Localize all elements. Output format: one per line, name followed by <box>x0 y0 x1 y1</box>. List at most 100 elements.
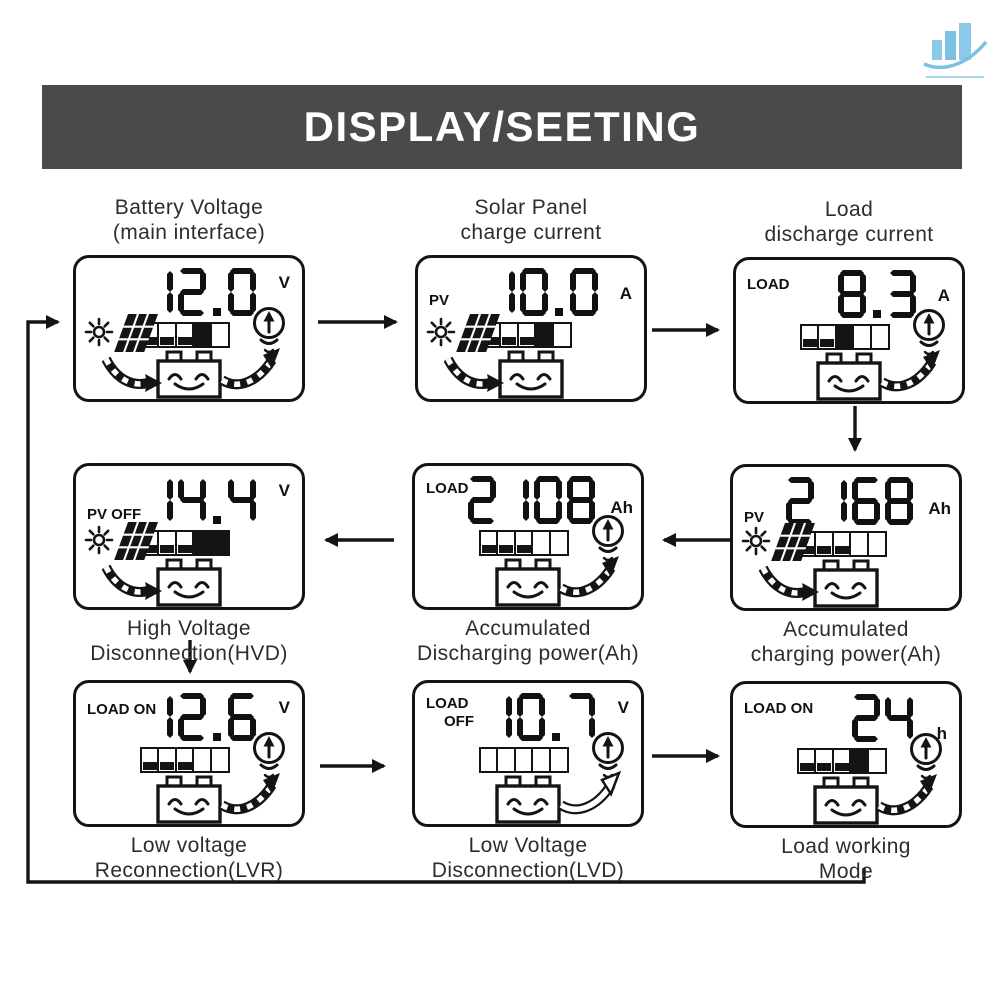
lcd-panel-low-voltage-reconnection-lvr: LOAD ON V <box>73 680 305 827</box>
battery-gauge-cell <box>209 322 230 348</box>
status-label-line: LOAD <box>426 695 469 712</box>
battery-gauge-cell <box>139 747 160 773</box>
unit-label: V <box>617 698 629 717</box>
status-label: PV OFF <box>87 506 141 524</box>
battery-icon <box>813 776 879 826</box>
sun-icon <box>84 314 158 352</box>
battery-icon <box>495 775 561 825</box>
seven-segment-value <box>468 476 595 524</box>
title-banner: DISPLAY/SEETING <box>42 85 962 169</box>
status-label-line: PV OFF <box>87 506 142 523</box>
unit-label: h <box>936 724 947 743</box>
seven-segment-value <box>145 476 256 524</box>
unit-label: V <box>278 273 290 292</box>
seven-segment-value <box>838 270 916 318</box>
sun-and-solar-panel-icon <box>741 519 819 567</box>
battery-gauge-cell <box>551 322 572 348</box>
seven-segment-value <box>786 477 913 525</box>
logo-tagline <box>926 76 984 78</box>
battery-gauge <box>478 747 569 773</box>
bulb-icon <box>248 729 290 781</box>
battery-gauge-cell <box>209 530 230 556</box>
lcd-panel-load-working-mode: LOAD ON h <box>730 681 962 828</box>
unit-label: V <box>278 481 290 500</box>
seven-segment-value <box>484 693 595 741</box>
lcd-panel-battery-voltage-main: V <box>73 255 305 402</box>
panel-label-line: Load working <box>781 835 911 858</box>
panel-label-battery-voltage-main: Battery Voltage(main interface) <box>19 195 359 245</box>
charge-arrow-icon <box>444 354 506 396</box>
seven-segment-value <box>145 268 256 316</box>
panel-label-line: Low Voltage <box>468 834 588 857</box>
battery-gauge-cell <box>866 748 887 774</box>
panel-label-line: charging power(Ah) <box>750 643 942 667</box>
status-label: LOAD <box>426 480 469 498</box>
sun-icon <box>426 314 500 352</box>
panel-label-line: Load <box>824 198 874 221</box>
status-label: PV <box>744 509 764 527</box>
panel-label-line: Mode <box>818 860 874 884</box>
discharge-arrow-icon <box>875 768 943 818</box>
charge-arrow-icon <box>102 562 164 604</box>
panel-label-line: discharge current <box>764 223 934 247</box>
status-label-line: LOAD <box>747 276 790 293</box>
battery-icon <box>498 350 564 400</box>
status-label-line: LOAD ON <box>744 700 814 717</box>
bulb-icon <box>908 306 950 358</box>
panel-label-line: Low voltage <box>130 834 248 857</box>
panel-label-line: Disconnection(LVD) <box>431 859 625 883</box>
seven-segment-value <box>852 694 913 742</box>
panel-label-line: (main interface) <box>112 221 266 245</box>
unit-label: V <box>278 698 290 717</box>
sun-and-solar-panel-icon <box>426 310 504 358</box>
bulb-icon <box>248 304 290 356</box>
sun-icon <box>741 523 815 561</box>
sun-icon <box>84 522 158 560</box>
status-label-line: PV <box>744 509 765 526</box>
status-label: LOAD ON <box>87 701 156 719</box>
battery-icon <box>813 559 879 609</box>
seven-segment-value <box>487 268 598 316</box>
charge-arrow-icon <box>102 354 164 396</box>
status-label-line: OFF <box>444 713 474 730</box>
lcd-panel-load-discharge-current: LOAD A <box>733 257 965 404</box>
battery-gauge-cell <box>817 324 837 350</box>
charge-arrow-icon <box>759 563 821 605</box>
solar-panel-icon <box>771 523 815 561</box>
status-label-line: LOAD ON <box>87 701 157 718</box>
solar-panel-icon <box>114 314 158 352</box>
panel-label-line: Accumulated <box>465 617 591 640</box>
battery-gauge-cell <box>548 747 569 773</box>
status-label-line: PV <box>429 292 450 309</box>
sun-and-solar-panel-icon <box>84 518 162 566</box>
battery-gauge <box>139 747 230 773</box>
panel-label-line: High Voltage <box>127 617 251 640</box>
battery-gauge-cell <box>157 530 177 556</box>
panel-label-line: charge current <box>460 221 602 245</box>
discharge-arrow-icon <box>557 550 625 600</box>
battery-gauge-cell <box>516 322 537 348</box>
panel-label-line: Disconnection(HVD) <box>90 642 288 666</box>
battery-gauge <box>799 324 890 350</box>
battery-icon <box>495 558 561 608</box>
battery-gauge <box>478 530 569 556</box>
status-label-line: LOAD <box>426 480 469 497</box>
panel-label-line: Battery Voltage <box>114 196 264 219</box>
banner-title: DISPLAY/SEETING <box>303 103 701 150</box>
panel-label-line: Discharging power(Ah) <box>417 642 639 666</box>
bulb-icon <box>587 512 629 564</box>
discharge-arrow-icon <box>557 767 625 817</box>
lcd-panel-high-voltage-disconnection-hvd: PV OFF V <box>73 463 305 610</box>
unit-label: A <box>937 286 950 305</box>
